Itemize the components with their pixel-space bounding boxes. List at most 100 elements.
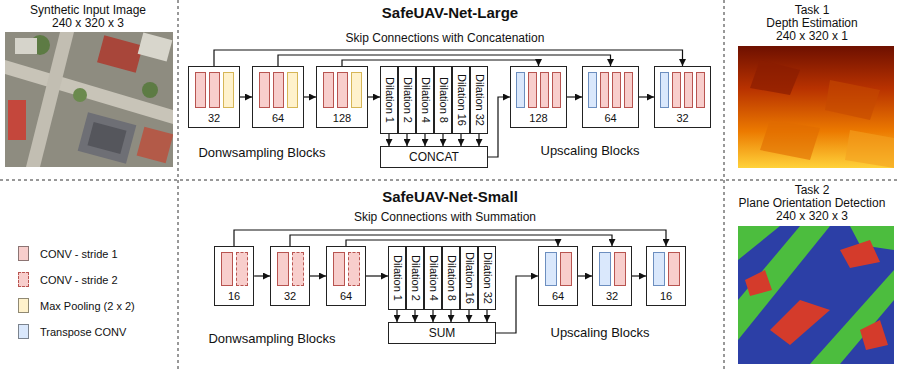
dilation-label: Dilation 4: [420, 77, 431, 123]
group-label: Upscaling Blocks: [541, 144, 640, 157]
skip-label: Skip Connections with Summation: [354, 211, 536, 223]
channel-count: 32: [208, 113, 220, 124]
dilation-block: Dilation 2: [406, 246, 424, 310]
conv-layer: [333, 252, 345, 286]
strided-conv-layer: [348, 252, 360, 286]
connector-arrow: [496, 276, 538, 333]
channel-count: 32: [676, 113, 688, 124]
transpose-conv-layer: [660, 72, 669, 108]
connector-arrow: [432, 310, 433, 322]
section-title: SafeUAV-Net-Large: [382, 5, 518, 20]
image-caption: Task 2: [795, 184, 830, 196]
connector-arrow: [632, 275, 646, 276]
network-block: 64: [538, 246, 578, 306]
dilation-label: Dilation 32: [474, 74, 485, 126]
legend-swatch: [18, 272, 29, 287]
merge-box: SUM: [388, 322, 496, 344]
connector-arrow: [450, 310, 451, 322]
connector-arrow: [234, 230, 666, 246]
channel-count: 16: [228, 291, 240, 302]
legend-swatch: [18, 298, 29, 313]
connector-arrow: [388, 134, 389, 146]
connector-arrow: [478, 134, 479, 146]
merge-label: SUM: [429, 327, 456, 339]
legend-swatch: [18, 324, 29, 339]
network-block: 128: [510, 66, 567, 128]
connector-arrow: [254, 275, 270, 276]
channel-count: 64: [604, 113, 616, 124]
connector-arrow: [366, 275, 388, 276]
dilation-block: Dilation 1: [380, 66, 398, 134]
dilation-block: Dilation 32: [478, 246, 496, 310]
legend-text: CONV - stride 1: [40, 248, 118, 260]
image-caption: Task 1: [795, 4, 830, 16]
connector-arrow: [639, 96, 654, 97]
conv-layer: [337, 72, 348, 108]
conv-layer: [209, 72, 220, 108]
image-caption: Plane Orientation Detection: [739, 197, 886, 209]
conv-layer: [668, 252, 680, 286]
network-block: 64: [582, 66, 639, 128]
channel-count: 64: [552, 291, 564, 302]
image-caption: Synthetic Input Image: [30, 4, 146, 16]
connector-arrow: [290, 235, 612, 246]
connector-arrow: [414, 310, 415, 322]
connector-arrow: [468, 310, 469, 322]
conv-layer: [672, 72, 681, 108]
connector-arrow: [346, 240, 558, 246]
strided-conv-layer: [236, 252, 248, 286]
connector-arrow: [342, 60, 539, 66]
conv-layer: [277, 252, 289, 286]
connector-arrow: [278, 55, 611, 66]
channel-count: 64: [340, 291, 352, 302]
channel-count: 128: [333, 113, 351, 124]
conv-layer: [696, 72, 705, 108]
channel-count: 32: [606, 291, 618, 302]
connector-arrow: [406, 134, 407, 146]
network-block: 64: [252, 66, 304, 128]
connector-arrow: [488, 97, 510, 157]
group-label: Donwsampling Blocks: [198, 146, 325, 159]
dilation-block: Dilation 32: [470, 66, 488, 134]
skip-label: Skip Connections with Concatenation: [346, 32, 545, 44]
conv-layer: [540, 72, 549, 108]
conv-layer: [195, 72, 206, 108]
dilation-label: Dilation 8: [438, 77, 449, 123]
connector-arrow: [578, 275, 592, 276]
dilation-block: Dilation 16: [452, 66, 470, 134]
channel-count: 64: [272, 113, 284, 124]
conv-layer: [323, 72, 334, 108]
network-block: 32: [270, 246, 310, 306]
dilation-block: Dilation 16: [460, 246, 478, 310]
dilation-label: Dilation 8: [446, 255, 457, 301]
dilation-block: Dilation 8: [434, 66, 452, 134]
dilation-label: Dilation 1: [384, 77, 395, 123]
group-label: Upscaling Blocks: [551, 326, 650, 339]
merge-box: CONCAT: [380, 146, 488, 168]
dilation-block: Dilation 1: [388, 246, 406, 310]
conv-layer: [684, 72, 693, 108]
legend-text: CONV - stride 2: [40, 274, 118, 286]
image-caption: 240 x 320 x 3: [776, 210, 848, 222]
transpose-conv-layer: [516, 72, 525, 108]
dilation-label: Dilation 1: [392, 255, 403, 301]
dilation-label: Dilation 16: [456, 74, 467, 126]
image-caption: 240 x 320 x 1: [776, 30, 848, 42]
input-image: [5, 32, 173, 167]
image-caption: 240 x 320 x 3: [52, 17, 124, 29]
conv-layer: [259, 72, 270, 108]
transpose-conv-layer: [545, 252, 557, 286]
dilation-label: Dilation 32: [482, 252, 493, 304]
connector-arrow: [396, 310, 397, 322]
connector-arrow: [460, 134, 461, 146]
dilation-block: Dilation 4: [424, 246, 442, 310]
conv-layer: [560, 252, 572, 286]
merge-label: CONCAT: [409, 151, 459, 163]
conv-layer: [612, 72, 621, 108]
dilation-label: Dilation 2: [410, 255, 421, 301]
dilation-block: Dilation 2: [398, 66, 416, 134]
network-block: 16: [214, 246, 254, 306]
network-block: 32: [592, 246, 632, 306]
